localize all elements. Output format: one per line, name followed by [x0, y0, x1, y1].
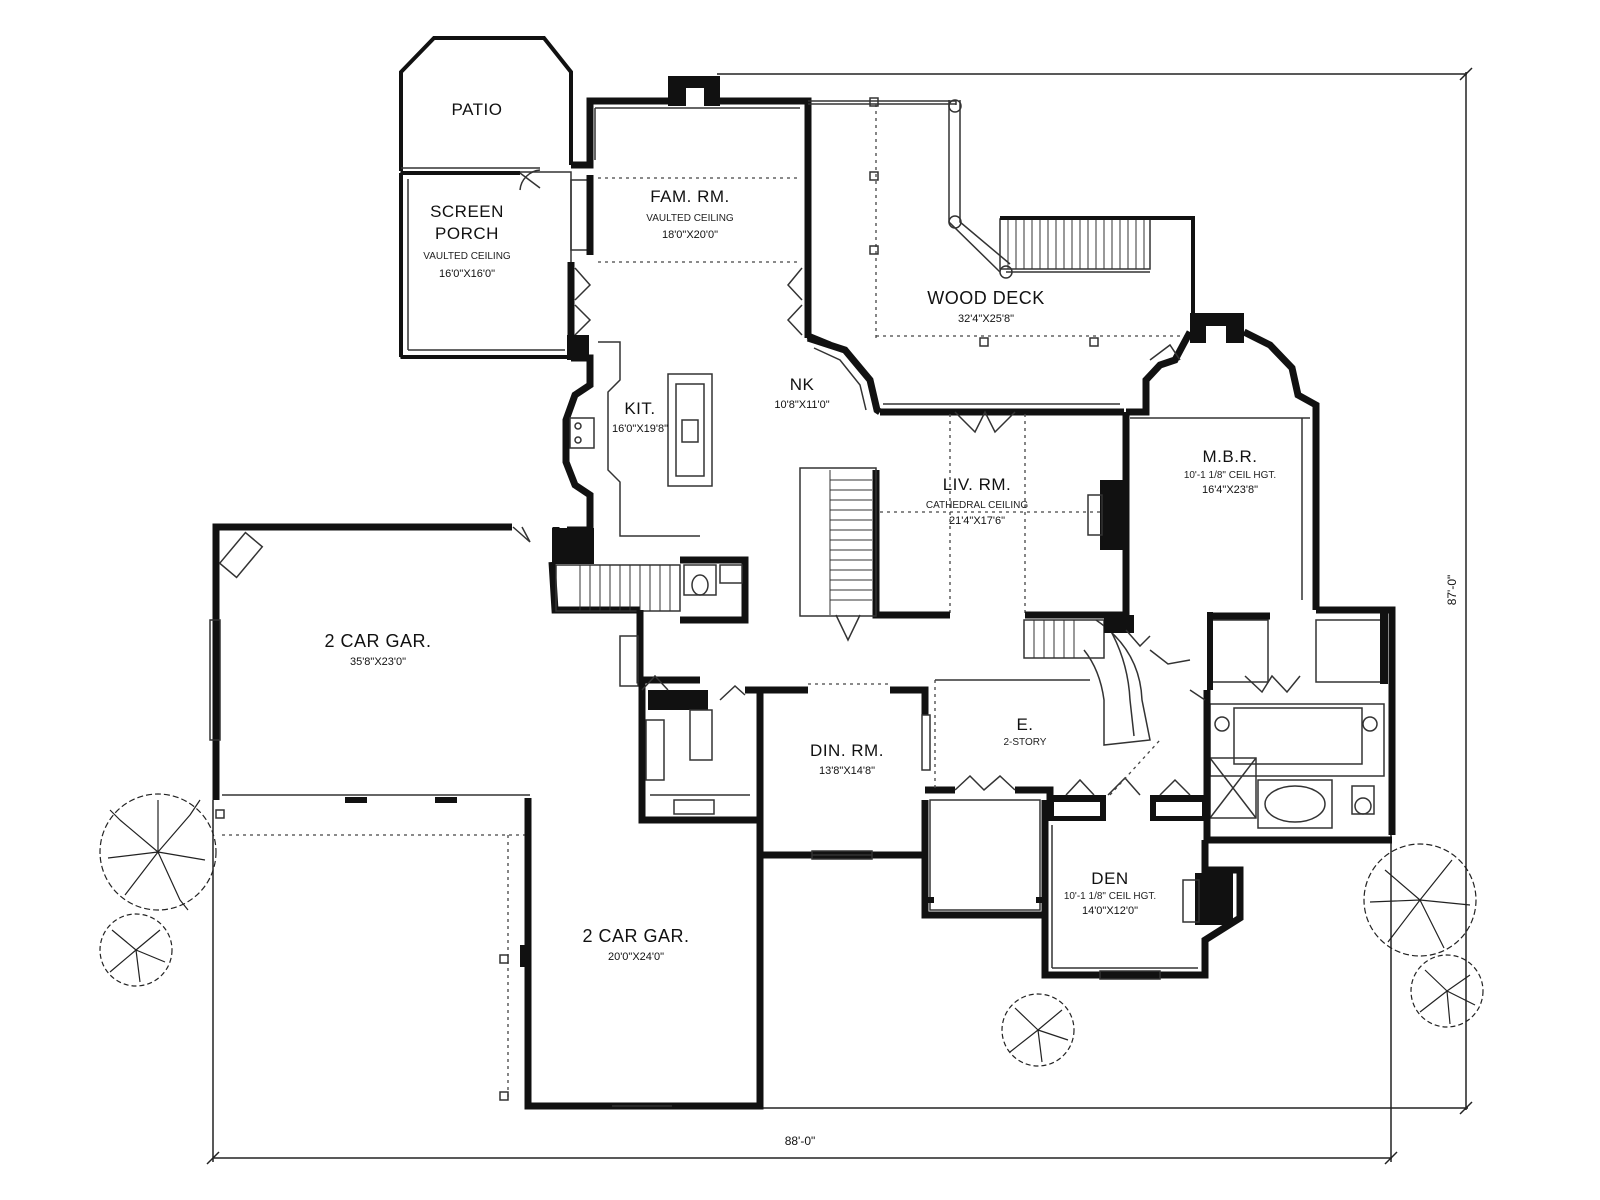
- screen-porch-walls: [399, 169, 572, 359]
- overall-depth-dimension: 87'-0": [1445, 575, 1459, 606]
- master-bedroom-note: 10'-1 1/8" CEIL HGT.: [1184, 470, 1276, 481]
- den-size: 14'0"X12'0": [1082, 905, 1138, 917]
- living-room-label: LIV. RM.: [943, 475, 1012, 494]
- garage-2-label: 2 CAR GAR.: [582, 926, 689, 946]
- nook-label: NK: [790, 375, 815, 394]
- screen-porch-size: 16'0"X16'0": [439, 268, 495, 280]
- kitchen-label: KIT.: [624, 399, 655, 418]
- curved-stair: [1023, 615, 1206, 746]
- tree-front: [1001, 993, 1075, 1067]
- overall-width-dimension: 88'-0": [785, 1134, 816, 1148]
- patio-area: [399, 36, 573, 171]
- dimension-lines: [206, 67, 1473, 1165]
- garage-2-size: 20'0"X24'0": [608, 951, 664, 963]
- den-label: DEN: [1091, 869, 1128, 888]
- tree-left-small: [99, 913, 173, 987]
- nook-walls: [806, 332, 882, 415]
- den-note: 10'-1 1/8" CEIL HGT.: [1064, 891, 1156, 902]
- garage-1-label: 2 CAR GAR.: [324, 631, 431, 651]
- master-bedroom-walls: [1122, 313, 1320, 620]
- master-bedroom-size: 16'4"X23'8": [1202, 484, 1258, 496]
- family-room-size: 18'0"X20'0": [662, 229, 718, 241]
- den-walls: [1041, 820, 1244, 980]
- dining-room-label: DIN. RM.: [810, 741, 884, 760]
- screen-porch-note: VAULTED CEILING: [423, 251, 511, 262]
- nook-size: 10'8"X11'0": [774, 399, 829, 411]
- kitchen-size: 16'0"X19'8": [612, 423, 668, 435]
- room-labels: PATIO SCREEN PORCH VAULTED CEILING 16'0"…: [324, 100, 1459, 1148]
- screen-porch-label-2: PORCH: [435, 224, 499, 243]
- entry-label: E.: [1016, 715, 1033, 734]
- living-room-note: CATHEDRAL CEILING: [926, 500, 1028, 511]
- tree-left-large: [99, 793, 217, 911]
- garage-1-walls: [209, 523, 594, 800]
- family-room-label: FAM. RM.: [650, 187, 730, 206]
- living-room-size: 21'4"X17'6": [949, 515, 1005, 527]
- master-bedroom-label: M.B.R.: [1203, 447, 1258, 466]
- tree-right-large: [1363, 843, 1477, 957]
- wood-deck: [808, 97, 1195, 347]
- entry-note: 2-STORY: [1004, 737, 1047, 748]
- garage-2-walls: [215, 797, 764, 1110]
- kitchen-walls: [562, 335, 713, 537]
- utility-walls: [548, 556, 764, 824]
- wood-deck-label: WOOD DECK: [927, 288, 1045, 308]
- entry-walls: [921, 679, 1208, 919]
- tree-right-small: [1410, 954, 1484, 1028]
- wood-deck-size: 32'4"X25'8": [958, 313, 1014, 325]
- screen-porch-label-1: SCREEN: [430, 202, 504, 221]
- family-room-note: VAULTED CEILING: [646, 213, 734, 224]
- patio-label: PATIO: [452, 100, 503, 119]
- garage-1-size: 35'8"X23'0": [350, 656, 406, 668]
- dining-room-size: 13'8"X14'8": [819, 765, 875, 777]
- master-bath-walls: [1203, 606, 1396, 844]
